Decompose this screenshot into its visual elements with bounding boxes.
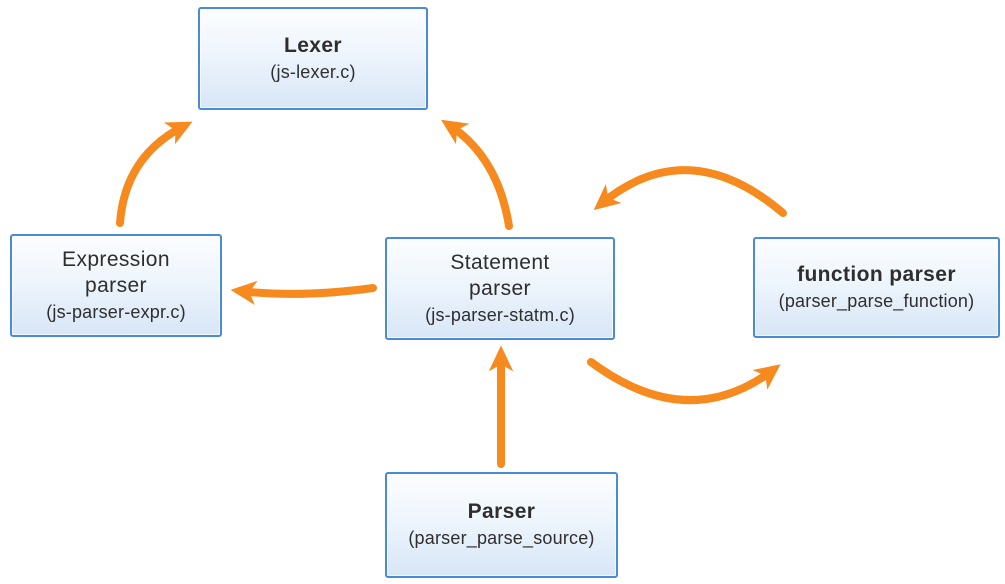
node-lexer-subtitle: (js-lexer.c) <box>270 61 356 82</box>
node-expression-parser-subtitle: (js-parser-expr.c) <box>46 302 186 323</box>
edge-statement-parser-to-function-parser <box>587 358 781 405</box>
node-expression-parser-title: Expression parser <box>62 247 170 297</box>
node-expression-parser: Expression parser (js-parser-expr.c) <box>10 234 222 337</box>
edge-statement-parser-to-expression-parser <box>230 280 377 306</box>
node-parser-title: Parser <box>467 500 536 524</box>
node-statement-parser: Statement parser (js-parser-statm.c) <box>385 237 615 340</box>
node-statement-parser-title: Statement parser <box>450 250 550 300</box>
node-parser: Parser (parser_parse_source) <box>385 472 618 578</box>
node-function-parser-subtitle: (parser_parse_function) <box>778 290 975 311</box>
node-function-parser-title: function parser <box>797 262 956 286</box>
node-lexer-title: Lexer <box>283 33 343 57</box>
node-statement-parser-subtitle: (js-parser-statm.c) <box>425 305 575 326</box>
node-parser-subtitle: (parser_parse_source) <box>408 528 595 549</box>
edge-statement-parser-to-lexer <box>441 119 513 230</box>
node-function-parser: function parser (parser_parse_function) <box>753 237 1000 338</box>
edge-function-parser-to-statement-parser <box>593 166 787 217</box>
node-lexer: Lexer (js-lexer.c) <box>198 7 428 110</box>
edge-expression-parser-to-lexer <box>116 121 193 227</box>
